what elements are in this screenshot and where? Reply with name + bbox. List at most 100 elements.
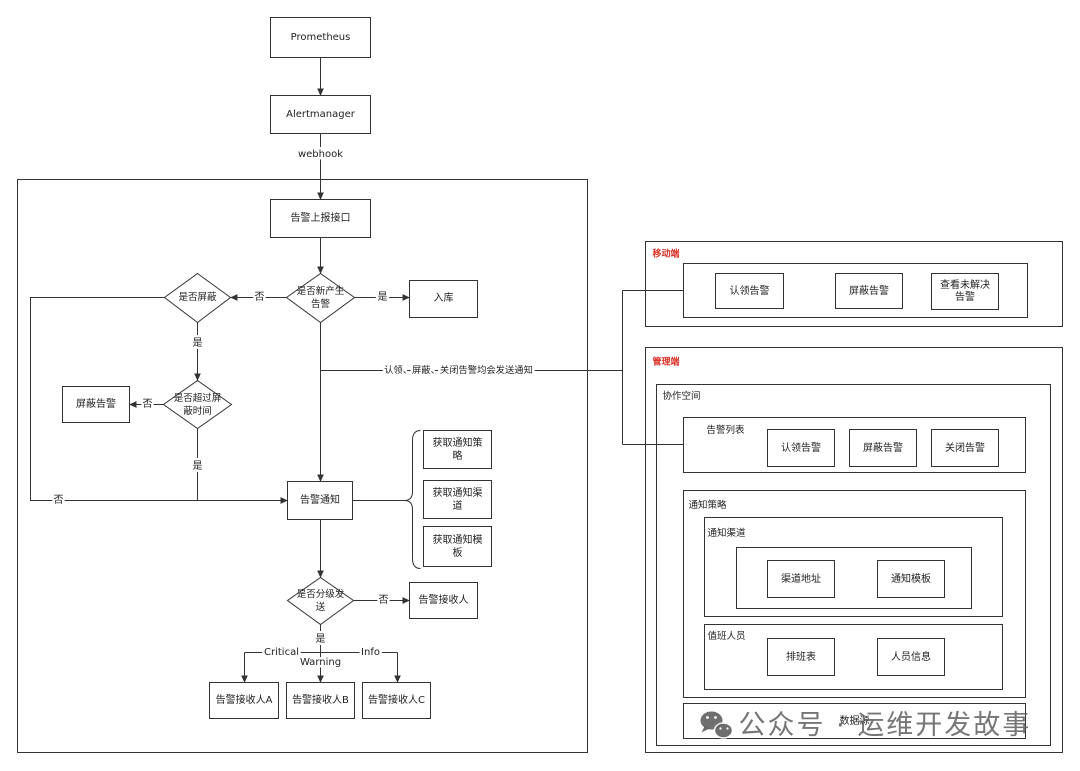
alert-list-title: 告警列表 [707, 424, 746, 436]
mobile-silence-label: 屏蔽告警 [849, 284, 889, 297]
notify-channel-frame [704, 517, 1003, 617]
fetch-channel-node [423, 480, 492, 519]
edge-label-warning: Warning [300, 657, 341, 668]
fetch-template-node [423, 526, 492, 567]
decision-silence-expired-label-line1: 是否超过屏 [174, 392, 222, 404]
workspace-title: 协作空间 [663, 390, 701, 402]
receiver-b-label: 告警接收人B [292, 693, 349, 706]
people-info-label: 人员信息 [891, 650, 931, 663]
decision-is-new-alert-label-line1: 是否新产生 [297, 285, 345, 297]
edge-label-critical: Critical [264, 647, 299, 658]
mobile-unresolved-label-line2: 告警 [955, 290, 975, 303]
mobile-silence-node [835, 273, 903, 309]
mobile-unresolved-node [931, 273, 999, 310]
mobile-actions-group [683, 263, 1028, 318]
edge-actions-send-notify [320, 290, 684, 445]
receiver-c-node [362, 682, 431, 719]
fetch-template-label-line2: 板 [453, 546, 463, 559]
alert-processing-container [17, 179, 588, 753]
receiver-a-label: 告警接收人A [216, 693, 273, 706]
data-source-frame [683, 703, 1026, 739]
notify-node [287, 481, 353, 520]
alert-list-close-label: 关闭告警 [945, 441, 985, 454]
mobile-claim-node [715, 273, 784, 309]
decision-is-silenced-label: 是否屏蔽 [178, 291, 217, 303]
fetch-steps-brace [404, 430, 421, 569]
prometheus-label: Prometheus [291, 32, 351, 43]
decision-is-new-alert [285, 272, 356, 324]
alert-list-silence-node [849, 429, 917, 467]
edge-label-tiered-yes: 是 [316, 633, 326, 645]
report-api-node [270, 199, 371, 238]
notify-policy-frame [683, 490, 1026, 698]
decision-is-tiered-label-line1: 是否分级发 [297, 588, 345, 600]
channel-address-node [767, 560, 835, 598]
management-frame [645, 347, 1063, 753]
data-source-label: 数据源 [840, 714, 870, 727]
channel-address-label: 渠道地址 [781, 572, 821, 585]
fetch-policy-label-line2: 略 [453, 449, 463, 462]
decision-silence-expired [162, 379, 233, 430]
wechat-icon [700, 711, 734, 739]
notify-channel-inner-group [736, 547, 972, 609]
on-call-title: 值班人员 [708, 630, 746, 642]
store-label: 入库 [434, 291, 454, 304]
alert-list-close-node [931, 429, 999, 467]
receiver-a-node [209, 682, 279, 719]
webhook-edge-label: webhook [298, 149, 343, 160]
decision-silence-expired-label-line2: 蔽时间 [183, 405, 212, 417]
receiver-node [409, 582, 478, 619]
mobile-unresolved-label-line1: 查看未解决 [940, 278, 990, 291]
edge-label-actions-notify: 认领、屏蔽、关闭告警均会发送通知 [384, 364, 533, 376]
notify-template-label: 通知模板 [891, 572, 931, 585]
fetch-channel-label-line2: 道 [453, 499, 463, 512]
alert-list-silence-label: 屏蔽告警 [863, 441, 903, 454]
edge-label-info: Info [361, 647, 380, 658]
watermark: 公众号 · 运维开发故事 [700, 710, 1032, 741]
workspace-frame [656, 384, 1051, 746]
source-pipeline: Prometheus Alertmanager [270, 17, 371, 134]
fetch-template-label-line1: 获取通知模 [433, 533, 483, 546]
notify-policy-title: 通知策略 [689, 499, 728, 511]
edge-label-expired-no: 否 [143, 398, 153, 410]
management-title: 管理端 [653, 356, 680, 368]
edge-silenced-no-to-notify [30, 297, 288, 504]
decision-is-new-alert-label-line2: 告警 [311, 298, 331, 310]
decision-is-tiered-label-line2: 送 [316, 601, 326, 613]
receiver-c-label: 告警接收人C [368, 693, 425, 706]
alert-list-claim-label: 认领告警 [781, 441, 821, 454]
mobile-section: 移动端 认领告警 屏蔽告警 查看未解决 告警 [645, 241, 1063, 327]
mobile-claim-label: 认领告警 [730, 284, 770, 297]
notify-template-node [877, 560, 945, 598]
edge-label-silenced-yes: 是 [193, 337, 203, 349]
edge-label-expired-yes: 是 [193, 460, 203, 472]
schedule-label: 排班表 [786, 650, 816, 663]
report-api-label: 告警上报接口 [291, 211, 351, 224]
watermark-text: 公众号 · 运维开发故事 [739, 710, 1032, 741]
fetch-policy-node [423, 430, 492, 469]
management-section: 管理端 协作空间 告警列表 认领告警 屏蔽告警 关闭告警 通知策略 通知渠道 渠… [645, 347, 1063, 753]
schedule-node [767, 638, 835, 676]
edge-label-tiered-no: 否 [379, 594, 389, 606]
decision-is-tiered [286, 576, 355, 626]
on-call-frame [704, 624, 1003, 690]
prometheus-node [270, 17, 371, 58]
notify-label: 告警通知 [300, 493, 340, 506]
alert-list-frame [683, 417, 1026, 473]
store-node [409, 280, 478, 318]
people-info-node [877, 638, 945, 676]
mobile-frame [645, 241, 1063, 327]
fetch-channel-label-line1: 获取通知渠 [433, 486, 483, 499]
notify-channel-title: 通知渠道 [708, 527, 747, 539]
receiver-label: 告警接收人 [419, 593, 469, 606]
alertmanager-label: Alertmanager [286, 109, 356, 120]
fetch-policy-label-line1: 获取通知策 [433, 436, 483, 449]
receiver-b-node [286, 682, 355, 719]
silence-alert-node [62, 386, 130, 423]
mobile-title: 移动端 [653, 248, 680, 260]
alert-list-claim-node [767, 429, 835, 467]
alertmanager-node [270, 95, 371, 134]
silence-alert-label: 屏蔽告警 [76, 397, 116, 410]
edge-label-new-yes: 是 [378, 291, 388, 303]
